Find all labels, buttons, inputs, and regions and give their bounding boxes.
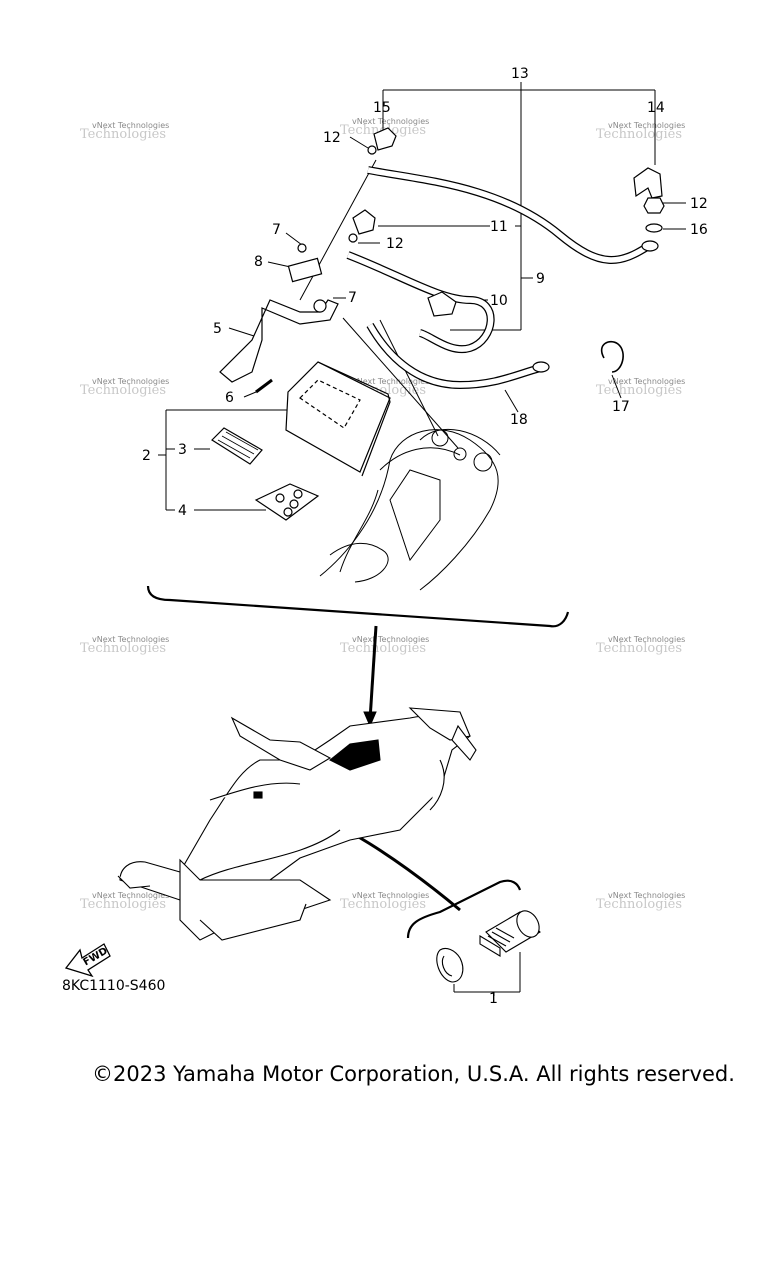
callout-13: 13	[511, 66, 529, 82]
callout-16: 16	[690, 222, 708, 238]
svg-text:vNext Technologies: vNext Technologies	[352, 891, 429, 900]
fuse-holder-8	[287, 257, 323, 283]
callout-12: 12	[323, 130, 341, 146]
svg-text:Technologies: Technologies	[340, 897, 426, 912]
watermark: Technologies vNext Technologies	[340, 635, 429, 656]
diagram-code: 8KC1110-S460	[62, 978, 166, 994]
callout-7: 7	[348, 290, 357, 306]
snowmobile-illustration	[117, 707, 477, 941]
callout-11: 11	[490, 219, 508, 235]
nut-12	[348, 233, 358, 243]
svg-text:Technologies: Technologies	[596, 127, 682, 142]
watermark: Technologies vNext Technologies	[340, 891, 429, 912]
cable-13	[367, 166, 653, 264]
copyright-notice: ©2023 Yamaha Motor Corporation, U.S.A. A…	[92, 1062, 735, 1086]
vehicle-tub	[319, 428, 501, 591]
battery-label-3	[211, 427, 263, 465]
callout-17: 17	[612, 399, 630, 415]
watermark: Technologies vNext Technologies	[80, 377, 169, 398]
svg-text:Technologies: Technologies	[80, 127, 166, 142]
cap-15	[373, 127, 397, 151]
svg-text:Technologies: Technologies	[596, 383, 682, 398]
callout-3: 3	[178, 442, 187, 458]
svg-text:Technologies: Technologies	[80, 897, 166, 912]
bracket-5	[219, 299, 339, 383]
callout-12: 12	[386, 236, 404, 252]
callout-6: 6	[225, 390, 234, 406]
fwd-arrow-icon: FWD	[64, 943, 111, 978]
callout-12: 12	[690, 196, 708, 212]
callout-1: 1	[489, 991, 498, 1007]
callout-numbers: 13 15 14 12 12 11 16 7 12 8 9 7 10 5 6 1…	[142, 66, 708, 1007]
watermark: Technologies vNext Technologies	[596, 635, 685, 656]
svg-text:vNext Technologies: vNext Technologies	[92, 377, 169, 386]
svg-text:Technologies: Technologies	[80, 641, 166, 656]
battery-2	[285, 361, 391, 477]
callout-2: 2	[142, 448, 151, 464]
bolt-6	[255, 378, 273, 394]
watermark: Technologies vNext Technologies	[80, 891, 169, 912]
nut-12	[643, 197, 665, 214]
watermark: Technologies vNext Technologies	[596, 377, 685, 398]
svg-text:vNext Technologies: vNext Technologies	[92, 891, 169, 900]
svg-text:vNext Technologies: vNext Technologies	[608, 635, 685, 644]
bolt-kit-4	[254, 483, 320, 521]
watermark: Technologies vNext Technologies	[80, 121, 169, 142]
nut-12	[367, 145, 377, 155]
callout-10: 10	[490, 293, 508, 309]
svg-text:Technologies: Technologies	[596, 897, 682, 912]
watermark: Technologies vNext Technologies	[596, 121, 685, 142]
cap-10	[427, 291, 457, 317]
cap-14	[633, 167, 663, 199]
svg-text:vNext Technologies: vNext Technologies	[352, 635, 429, 644]
callout-4: 4	[178, 503, 187, 519]
svg-text:Technologies: Technologies	[340, 641, 426, 656]
svg-text:vNext Technologies: vNext Technologies	[92, 635, 169, 644]
svg-text:vNext Technologies: vNext Technologies	[352, 117, 429, 126]
svg-text:vNext Technologies: vNext Technologies	[608, 121, 685, 130]
callout-15: 15	[373, 100, 391, 116]
svg-text:vNext Technologies: vNext Technologies	[608, 377, 685, 386]
svg-text:vNext Technologies: vNext Technologies	[92, 121, 169, 130]
callout-9: 9	[536, 271, 545, 287]
callout-leaders-1	[453, 952, 521, 996]
watermark: Technologies vNext Technologies	[80, 635, 169, 656]
clip-17	[600, 340, 624, 373]
callout-5: 5	[213, 321, 222, 337]
cap-11	[352, 209, 376, 235]
watermark: Technologies vNext Technologies	[596, 891, 685, 912]
callout-18: 18	[510, 412, 528, 428]
callout-7: 7	[272, 222, 281, 238]
svg-text:vNext Technologies: vNext Technologies	[352, 377, 429, 386]
washer-16	[645, 223, 663, 233]
svg-text:vNext Technologies: vNext Technologies	[608, 891, 685, 900]
callout-8: 8	[254, 254, 263, 270]
parts-top	[211, 127, 665, 591]
power-socket-1	[436, 910, 541, 983]
svg-text:Technologies: Technologies	[80, 383, 166, 398]
watermark-group: Technologies vNext Technologies Technolo…	[80, 117, 685, 912]
callout-14: 14	[647, 100, 665, 116]
svg-text:Technologies: Technologies	[596, 641, 682, 656]
